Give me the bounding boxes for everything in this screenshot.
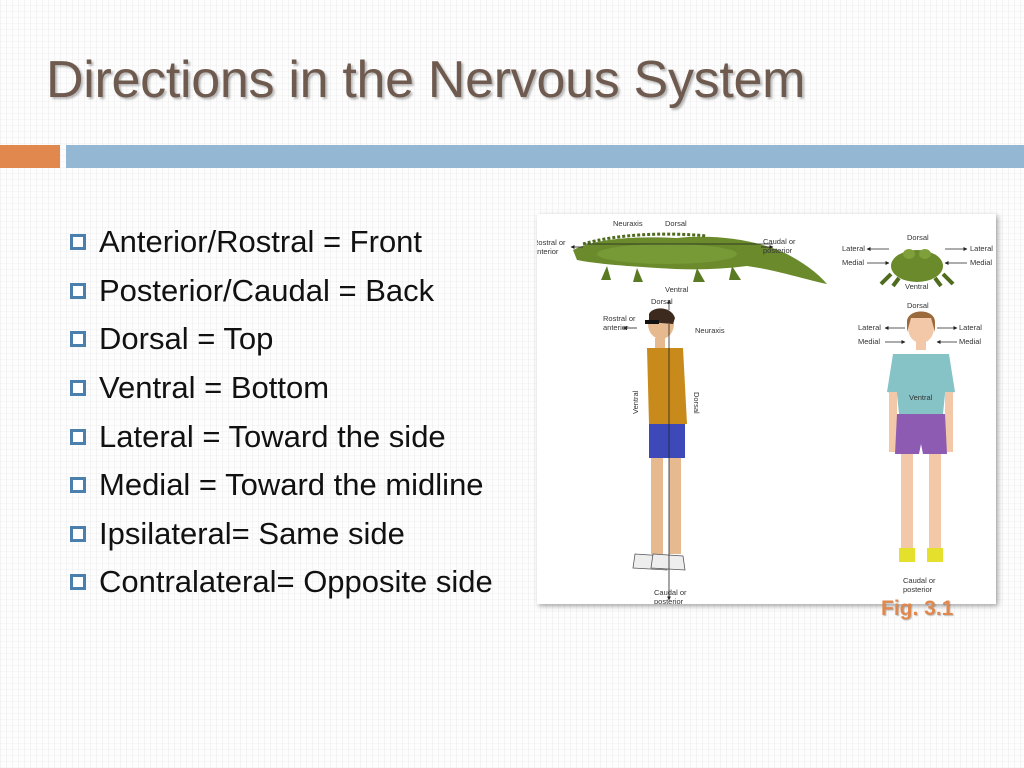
bullet-item: Medial = Toward the midline <box>70 461 493 510</box>
label-dorsal: Dorsal <box>665 219 687 228</box>
label-rostral: Rostral or <box>537 238 566 247</box>
square-bullet-icon <box>70 380 86 397</box>
label-human-front-medial-right: Medial <box>959 337 981 346</box>
bullet-text: Ventral = Bottom <box>99 370 330 406</box>
label-human-dorsal-back: Dorsal <box>692 392 701 414</box>
accent-bar-orange <box>0 145 60 168</box>
label-posterior: posterior <box>763 246 793 255</box>
bullet-text: Medial = Toward the midline <box>99 467 484 503</box>
human-side-illustration <box>632 308 687 571</box>
label-human-front-posterior: posterior <box>903 585 933 594</box>
slide-title: Directions in the Nervous System <box>46 51 806 109</box>
bullet-item: Lateral = Toward the side <box>70 412 493 461</box>
bullet-text: Dorsal = Top <box>99 321 274 357</box>
alligator-front-illustration <box>879 249 955 288</box>
square-bullet-icon <box>70 282 86 299</box>
label-neuraxis: Neuraxis <box>613 219 643 228</box>
accent-bar-blue <box>66 145 1024 168</box>
bullet-item: Posterior/Caudal = Back <box>70 267 493 316</box>
label-human-neuraxis: Neuraxis <box>695 326 725 335</box>
bullet-item: Anterior/Rostral = Front <box>70 218 493 267</box>
bullet-text: Lateral = Toward the side <box>99 418 446 454</box>
label-medial-left: Medial <box>842 258 864 267</box>
square-bullet-icon <box>70 525 86 542</box>
label-human-front-lateral-left: Lateral <box>858 323 881 332</box>
label-human-caudal: Caudal or <box>654 588 687 597</box>
figure-caption: Fig. 3.1 <box>881 597 954 620</box>
label-human-ventral: Ventral <box>631 390 640 414</box>
label-human-front-caudal: Caudal or <box>903 576 936 585</box>
square-bullet-icon <box>70 331 86 348</box>
alligator-side-illustration <box>573 232 827 284</box>
label-caudal: Caudal or <box>763 237 796 246</box>
bullet-item: Contralateral= Opposite side <box>70 558 493 607</box>
square-bullet-icon <box>70 574 86 591</box>
label-human-front-lateral-right: Lateral <box>959 323 982 332</box>
label-human-anterior: anterior <box>603 323 629 332</box>
bullet-text: Posterior/Caudal = Back <box>99 272 435 308</box>
square-bullet-icon <box>70 477 86 494</box>
label-human-dorsal-top: Dorsal <box>651 297 673 306</box>
label-human-posterior: posterior <box>654 597 684 604</box>
bullet-list: Anterior/Rostral = Front Posterior/Cauda… <box>70 218 493 607</box>
human-front-illustration <box>887 311 955 562</box>
label-ventral: Ventral <box>665 285 689 294</box>
bullet-item: Dorsal = Top <box>70 315 493 364</box>
square-bullet-icon <box>70 428 86 445</box>
bullet-text: Anterior/Rostral = Front <box>99 224 423 260</box>
label-human-front-medial-left: Medial <box>858 337 880 346</box>
bullet-text: Ipsilateral= Same side <box>99 515 405 551</box>
bullet-text: Contralateral= Opposite side <box>99 564 493 600</box>
label-human-rostral: Rostral or <box>603 314 636 323</box>
bullet-item: Ventral = Bottom <box>70 364 493 413</box>
label-ventral-front: Ventral <box>905 282 929 291</box>
label-lateral-left: Lateral <box>842 244 865 253</box>
anatomical-directions-figure: Neuraxis Dorsal Rostral or anterior Caud… <box>537 214 996 604</box>
bullet-item: Ipsilateral= Same side <box>70 510 493 559</box>
label-human-front-dorsal: Dorsal <box>907 301 929 310</box>
label-human-front-ventral: Ventral <box>909 393 933 402</box>
square-bullet-icon <box>70 234 86 251</box>
label-medial-right: Medial <box>970 258 992 267</box>
label-anterior: anterior <box>537 247 559 256</box>
label-dorsal-front: Dorsal <box>907 233 929 242</box>
label-lateral-right: Lateral <box>970 244 993 253</box>
